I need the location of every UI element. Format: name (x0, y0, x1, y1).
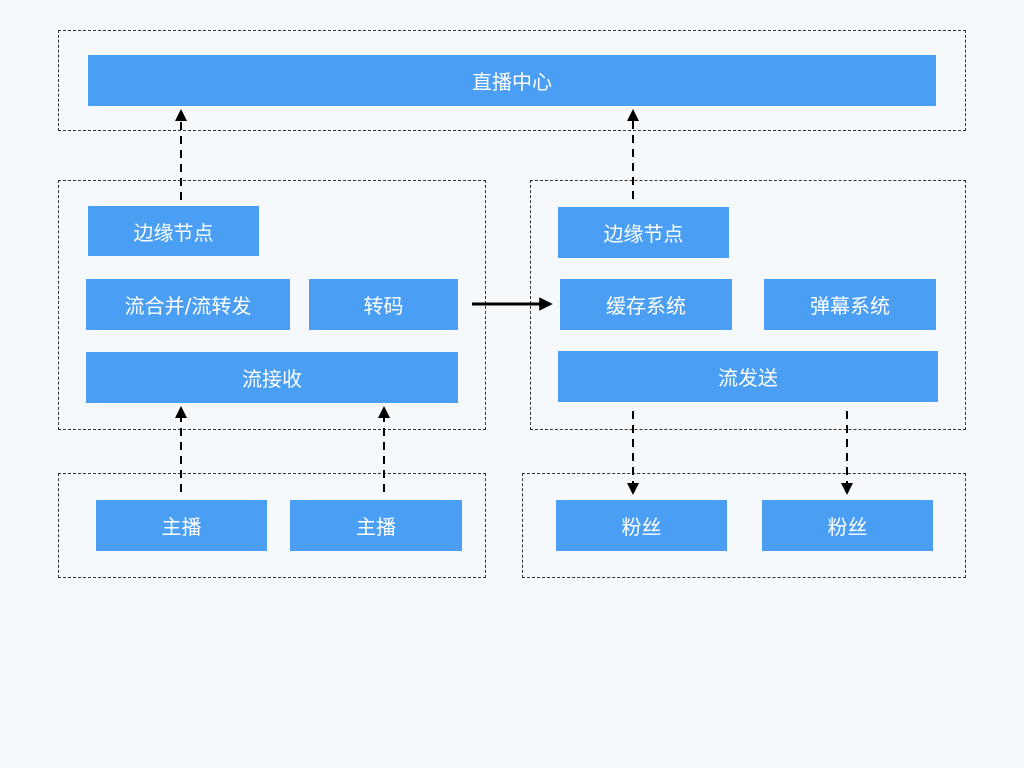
transcode-node: 转码 (309, 279, 458, 330)
live-center-node: 直播中心 (88, 55, 936, 106)
fans-group (522, 473, 966, 578)
anchor-node-1: 主播 (96, 500, 267, 551)
distribute-edge-node: 边缘节点 (558, 207, 729, 258)
anchors-group (58, 473, 486, 578)
danmaku-system-node: 弹幕系统 (764, 279, 936, 330)
send-node: 流发送 (558, 351, 938, 402)
cache-system-node: 缓存系统 (560, 279, 732, 330)
anchor-node-2: 主播 (290, 500, 462, 551)
fan-node-1: 粉丝 (556, 500, 727, 551)
fan-node-2: 粉丝 (762, 500, 933, 551)
merge-forward-node: 流合并/流转发 (86, 279, 290, 330)
live-center-group (58, 30, 966, 131)
receive-node: 流接收 (86, 352, 458, 403)
ingest-edge-node: 边缘节点 (88, 206, 259, 256)
